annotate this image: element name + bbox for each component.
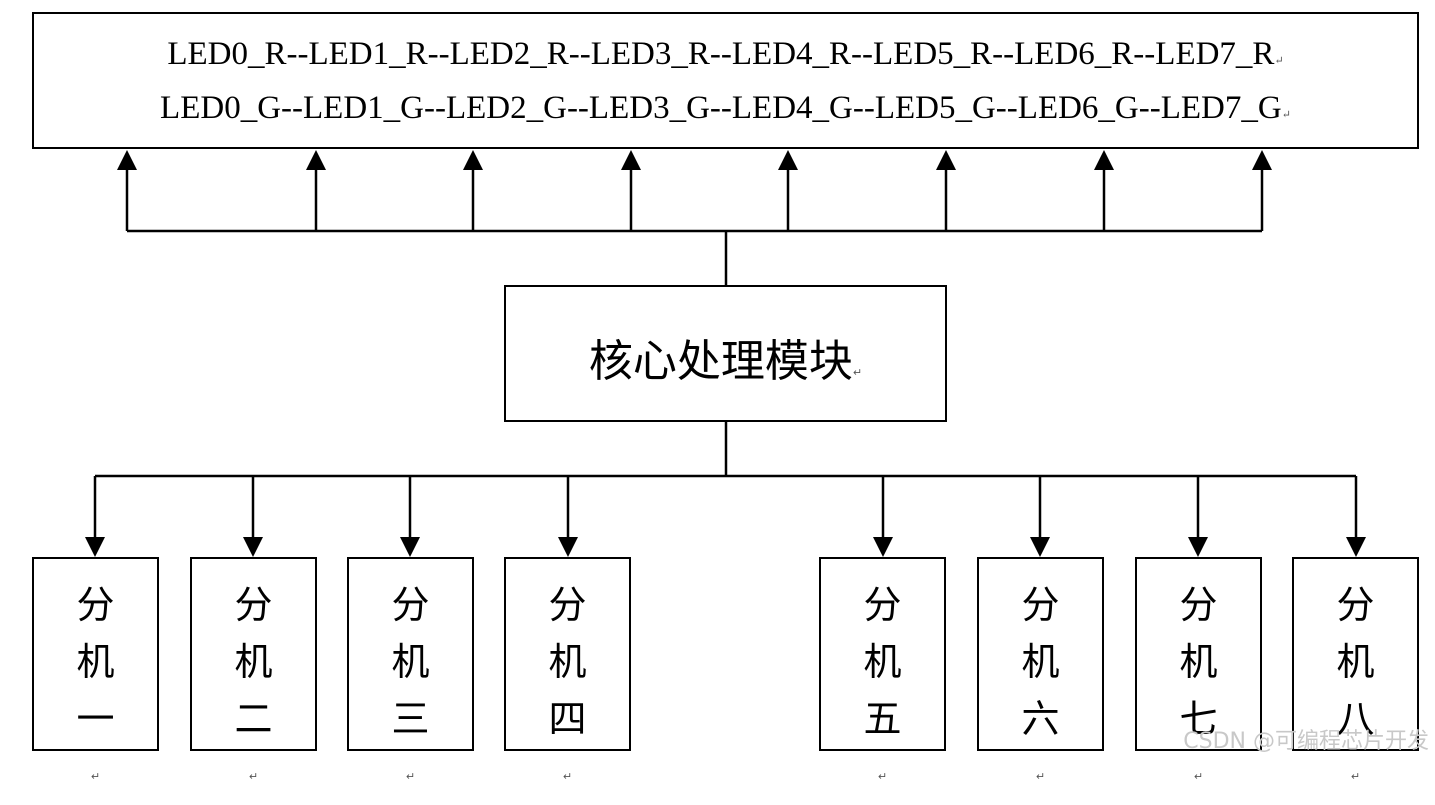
sub-unit-char: 五↵ xyxy=(821,691,944,805)
paragraph-mark: ↵ xyxy=(248,770,259,783)
paragraph-mark: ↵ xyxy=(90,770,101,783)
paragraph-mark: ↵ xyxy=(877,770,888,783)
paragraph-mark: ↵ xyxy=(405,770,416,783)
arrowhead-up xyxy=(117,150,137,170)
arrowhead-up xyxy=(936,150,956,170)
led-panel: LED0_R--LED1_R--LED2_R--LED3_R--LED4_R--… xyxy=(32,12,1419,149)
core-module-box: 核心处理模块↵ xyxy=(504,285,947,422)
arrowhead-down xyxy=(1188,537,1208,557)
sub-unit-char: 四↵ xyxy=(506,691,629,805)
led-arrowheads xyxy=(117,150,1272,170)
arrowhead-down xyxy=(1030,537,1050,557)
sub-unit-number: 三 xyxy=(391,697,430,741)
sub-unit-char: 机 xyxy=(548,640,587,684)
sub-unit-number: 四 xyxy=(548,697,587,741)
sub-unit-char: 二↵ xyxy=(192,691,315,805)
sub-unit-char: 分 xyxy=(1179,583,1218,627)
arrowhead-down xyxy=(400,537,420,557)
sub-unit-char: 机 xyxy=(1021,640,1060,684)
sub-arrows xyxy=(93,476,1358,540)
sub-unit-char: 三↵ xyxy=(349,691,472,805)
sub-unit-char: 一↵ xyxy=(34,691,157,805)
sub-unit-char: 分 xyxy=(76,583,115,627)
sub-arrowheads xyxy=(85,537,1366,557)
paragraph-mark: ↵ xyxy=(1193,770,1204,783)
arrowhead-up xyxy=(463,150,483,170)
arrowhead-down xyxy=(873,537,893,557)
sub-unit-label: 分 机 一↵ xyxy=(34,577,157,805)
paragraph-mark: ↵ xyxy=(1274,55,1284,67)
sub-unit-char: 分 xyxy=(548,583,587,627)
sub-unit-char: 六↵ xyxy=(979,691,1102,805)
paragraph-mark: ↵ xyxy=(1035,770,1046,783)
sub-unit-char: 机 xyxy=(1179,640,1218,684)
sub-unit-box: 分 机 一 ↵ xyxy=(32,557,159,783)
core-module-text: 核心处理模块 xyxy=(588,336,853,387)
sub-unit-char: 分 xyxy=(391,583,430,627)
sub-unit-char: 分 xyxy=(1021,583,1060,627)
sub-unit-box: 分 机 六 ↵ xyxy=(977,557,1104,783)
led-arrows xyxy=(125,168,1264,231)
sub-unit-char: 机 xyxy=(863,640,902,684)
sub-unit-label: 分 机 七 ↵ xyxy=(1137,577,1260,805)
sub-unit-label: 分 机 八↵ xyxy=(1294,577,1417,805)
sub-unit-char: 八↵ xyxy=(1294,691,1417,805)
sub-unit-label: 分 机 四↵ xyxy=(506,577,629,805)
watermark: CSDN @可编程芯片开发 xyxy=(1183,729,1429,754)
sub-unit-box: 分 机 四 ↵ xyxy=(504,557,631,783)
core-module-label: 核心处理模块↵ xyxy=(506,325,945,389)
led-green-row-text: LED0_G--LED1_G--LED2_G--LED3_G--LED4_G--… xyxy=(160,90,1282,126)
sub-unit-number: 二 xyxy=(234,697,273,741)
connector-lines xyxy=(85,150,1366,557)
sub-unit-char: 机 xyxy=(234,640,273,684)
arrowhead-down xyxy=(558,537,578,557)
arrowhead-up xyxy=(621,150,641,170)
sub-unit-box: 分 机 八 ↵ xyxy=(1292,557,1419,783)
paragraph-mark: ↵ xyxy=(1350,770,1361,783)
arrowhead-down xyxy=(1346,537,1366,557)
led-red-row: LED0_R--LED1_R--LED2_R--LED3_R--LED4_R--… xyxy=(34,36,1417,73)
sub-unit-box: 分 机 二 ↵ xyxy=(190,557,317,783)
sub-unit-char: 机 xyxy=(76,640,115,684)
arrowhead-up xyxy=(1252,150,1272,170)
arrowhead-down xyxy=(85,537,105,557)
sub-unit-box: 分 机 七 ↵ xyxy=(1135,557,1262,783)
sub-unit-char: 分 xyxy=(234,583,273,627)
sub-unit-char: 机 xyxy=(1336,640,1375,684)
sub-unit-char: 分 xyxy=(1336,583,1375,627)
sub-unit-label: 分 机 二↵ xyxy=(192,577,315,805)
paragraph-mark: ↵ xyxy=(852,366,863,379)
sub-unit-number: 一 xyxy=(76,697,115,741)
sub-unit-label: 分 机 五↵ xyxy=(821,577,944,805)
arrowhead-up xyxy=(778,150,798,170)
arrowhead-up xyxy=(306,150,326,170)
paragraph-mark: ↵ xyxy=(1281,109,1291,121)
sub-unit-number: 八 xyxy=(1336,697,1375,741)
arrowhead-up xyxy=(1094,150,1114,170)
arrowhead-down xyxy=(243,537,263,557)
led-red-row-text: LED0_R--LED1_R--LED2_R--LED3_R--LED4_R--… xyxy=(167,36,1275,72)
sub-unit-box: 分 机 三 ↵ xyxy=(347,557,474,783)
sub-unit-box: 分 机 五 ↵ xyxy=(819,557,946,783)
sub-unit-label: 分 机 三↵ xyxy=(349,577,472,805)
led-green-row: LED0_G--LED1_G--LED2_G--LED3_G--LED4_G--… xyxy=(34,90,1417,127)
sub-unit-number: 六 xyxy=(1021,697,1060,741)
sub-unit-number: 七 xyxy=(1179,697,1218,741)
sub-unit-number: 五 xyxy=(863,697,902,741)
sub-unit-char: 分 xyxy=(863,583,902,627)
sub-unit-label: 分 机 六↵ xyxy=(979,577,1102,805)
paragraph-mark: ↵ xyxy=(562,770,573,783)
sub-unit-char: 机 xyxy=(391,640,430,684)
